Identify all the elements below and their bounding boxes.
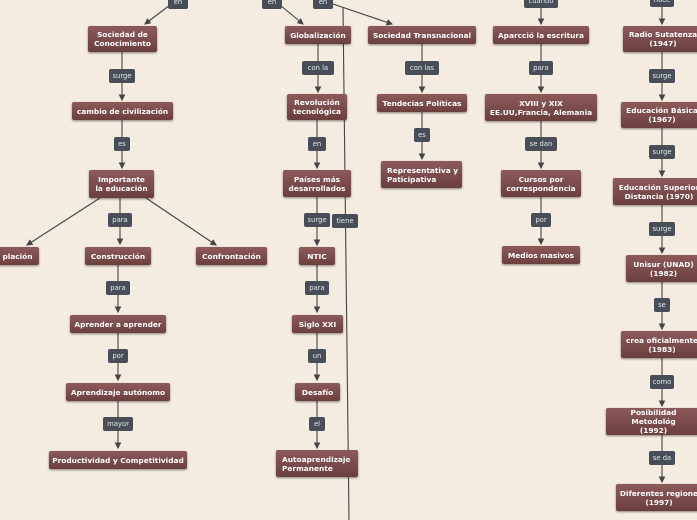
link-label-es-2[interactable]: es: [414, 128, 430, 142]
link-label-para-1[interactable]: para: [108, 213, 132, 227]
node-crea-oficialmente[interactable]: crea oficialmente (1983): [621, 331, 697, 358]
node-productividad[interactable]: Productividad y Competitividad: [49, 451, 187, 469]
node-aprender-aprender[interactable]: Aprender a aprender: [70, 315, 166, 333]
link-label-con-las[interactable]: con las: [405, 61, 439, 75]
link-label-mayor[interactable]: mayor: [103, 417, 133, 431]
node-sociedad-transnacional[interactable]: Sociedad Transnacional: [368, 26, 476, 44]
link-label-nace[interactable]: nace: [650, 0, 674, 7]
link-label-es-1[interactable]: es: [114, 137, 130, 151]
link-label-un[interactable]: un: [308, 349, 326, 363]
node-revolucion-tecnologica[interactable]: Revolución tecnológica: [287, 94, 347, 120]
node-escritura[interactable]: Aparcció la escritura: [493, 26, 589, 44]
node-representativa[interactable]: Representativa y Paticipativa: [381, 161, 462, 188]
link-label-para-4[interactable]: para: [529, 61, 553, 75]
link-label-surge-1[interactable]: surge: [109, 69, 135, 83]
link-label-con-la[interactable]: con la: [302, 61, 334, 75]
link-label-por-1[interactable]: por: [108, 349, 128, 363]
link-label-tiene[interactable]: tiene: [332, 214, 358, 228]
link-label-surge-2[interactable]: surge: [304, 213, 330, 227]
node-desafio[interactable]: Desafío: [295, 383, 340, 401]
node-aprendizaje-autonomo[interactable]: Aprendizaje autónomo: [66, 383, 170, 401]
link-label-en-1[interactable]: en: [168, 0, 188, 9]
node-ntic[interactable]: NTIC: [299, 247, 335, 265]
link-label-se[interactable]: se: [654, 298, 670, 312]
link-label-surge-5[interactable]: surge: [649, 222, 675, 236]
node-paises-desarrollados[interactable]: Países más desarrollados: [283, 170, 351, 197]
node-importante-educacion[interactable]: Importante la educación: [89, 170, 154, 198]
node-tendencias-politicas[interactable]: Tendecias Políticas: [377, 94, 467, 112]
link-label-para-2[interactable]: para: [106, 281, 130, 295]
node-unisur[interactable]: Unisur (UNAD) (1982): [626, 255, 697, 282]
node-globalizacion[interactable]: Globalización: [285, 26, 351, 44]
link-label-surge-4[interactable]: surge: [649, 145, 675, 159]
link-label-como[interactable]: como: [650, 375, 674, 389]
node-siglo-xxi[interactable]: Siglo XXI: [292, 315, 343, 333]
link-label-en-4[interactable]: en: [308, 137, 326, 151]
link-label-en-2[interactable]: en: [262, 0, 282, 9]
node-autoaprendizaje[interactable]: Autoaprendizaje Permanente: [276, 450, 358, 477]
node-contemplacion[interactable]: plación: [0, 247, 39, 265]
link-label-surge-3[interactable]: surge: [649, 69, 675, 83]
node-diferentes-regiones[interactable]: Diferentes regione (1997): [616, 484, 697, 511]
node-sociedad-conocimiento[interactable]: Sociedad de Conocimiento: [88, 26, 157, 52]
node-posibilidad-metodologica[interactable]: Posibilidad Metodológ (1992): [606, 408, 697, 435]
link-label-se-dan[interactable]: se dan: [525, 137, 557, 151]
node-cambio-civilizacion[interactable]: cambio de civilización: [72, 102, 173, 120]
node-medios-masivos[interactable]: Medios masivos: [502, 246, 580, 264]
node-educacion-basica[interactable]: Educación Básica (1967): [621, 102, 697, 128]
node-construccion[interactable]: Construcción: [85, 247, 151, 265]
link-label-para-3[interactable]: para: [305, 281, 329, 295]
node-xviii-xix[interactable]: XVIII y XIX EE.UU,Francia, Alemania: [485, 94, 597, 121]
link-label-se-da[interactable]: se da: [649, 451, 675, 465]
node-radio-sutatenza[interactable]: Radio Sutatenza (1947): [623, 26, 697, 52]
link-label-cuando[interactable]: cuando: [524, 0, 558, 8]
link-label-en-3[interactable]: en: [313, 0, 333, 9]
node-cursos-correspondencia[interactable]: Cursos por correspondencia: [501, 170, 581, 197]
node-confrontacion[interactable]: Confrontación: [196, 247, 267, 265]
link-label-por-2[interactable]: por: [531, 213, 551, 227]
node-educacion-superior[interactable]: Educación Superior Distancia (1970): [613, 178, 697, 205]
link-label-el[interactable]: el: [309, 417, 325, 431]
